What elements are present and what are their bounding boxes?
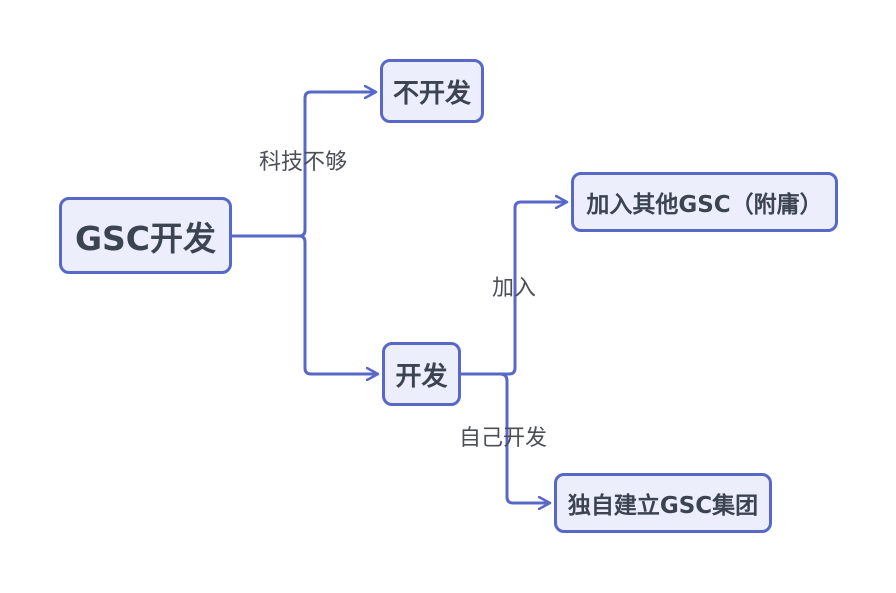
edge-label-join: 加入 <box>492 276 537 301</box>
node-label: 开发 <box>395 361 448 392</box>
node-own-gsc-group[interactable]: 独自建立GSC集团 <box>554 473 772 533</box>
connector-dev-to-join <box>461 202 567 376</box>
edge-label-self-develop: 自己开发 <box>459 426 548 451</box>
node-label: 加入其他GSC（附庸） <box>586 192 823 218</box>
node-development[interactable]: 开发 <box>382 342 461 406</box>
node-no-development[interactable]: 不开发 <box>380 59 484 123</box>
node-label: 独自建立GSC集团 <box>567 493 759 519</box>
node-label: GSC开发 <box>74 218 217 258</box>
node-label: 不开发 <box>392 78 471 109</box>
connector-dev-to-own <box>499 372 550 503</box>
connector-root-to-dev <box>298 234 378 374</box>
edge-label-tech-insufficient: 科技不够 <box>259 150 348 175</box>
node-gsc-development[interactable]: GSC开发 <box>59 197 232 274</box>
node-join-other-gsc[interactable]: 加入其他GSC（附庸） <box>571 172 838 232</box>
